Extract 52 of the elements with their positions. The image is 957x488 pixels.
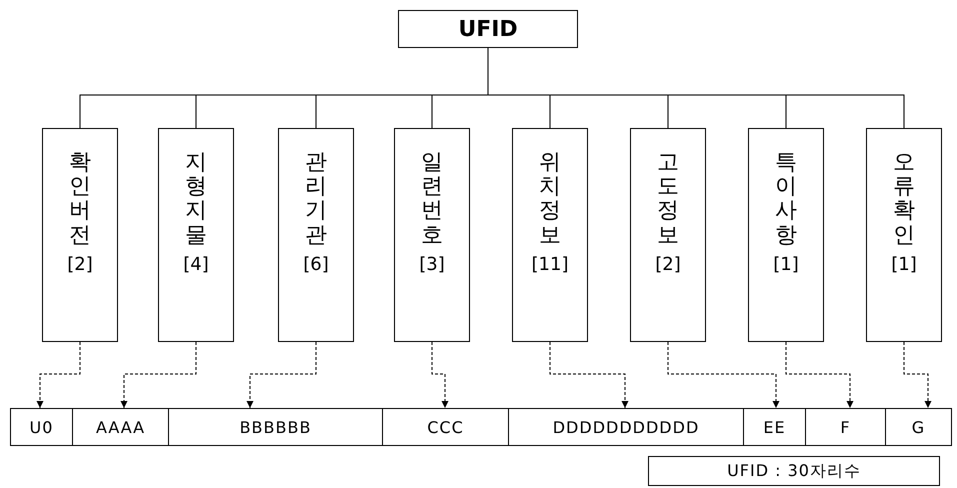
field-box xyxy=(158,128,234,342)
connector-line xyxy=(120,342,196,408)
field-name: 고도정보 xyxy=(657,151,679,248)
code-cell xyxy=(885,408,952,446)
field-name: 관리기관 xyxy=(305,151,327,248)
connector-line xyxy=(904,342,932,408)
connector-line xyxy=(668,342,780,408)
code-cell xyxy=(10,408,73,446)
field-box xyxy=(866,128,942,342)
connector-line xyxy=(786,342,854,408)
code-cell xyxy=(743,408,806,446)
code-label: DDDDDDDDDDD xyxy=(552,418,700,436)
field-box xyxy=(630,128,706,342)
code-cell xyxy=(72,408,169,446)
code-cell xyxy=(168,408,383,446)
digit-count: [1] xyxy=(773,254,799,275)
code-cell xyxy=(508,408,744,446)
digit-count: [11] xyxy=(532,254,568,275)
field-name: 확인버전 xyxy=(69,151,91,248)
code-cell xyxy=(805,408,886,446)
digit-count: [1] xyxy=(891,254,917,275)
connector-line xyxy=(246,342,316,408)
field-name: 일련번호 xyxy=(421,151,443,248)
connector-line xyxy=(36,342,80,408)
connector-line xyxy=(550,342,628,408)
field-box xyxy=(512,128,588,342)
digit-count: [4] xyxy=(183,254,209,275)
field-name: 위치정보 xyxy=(539,151,561,248)
code-label: EE xyxy=(763,418,786,436)
digit-count: [2] xyxy=(67,254,93,275)
code-label: AAAA xyxy=(96,418,146,436)
field-name: 특이사항 xyxy=(775,151,797,248)
field-box xyxy=(42,128,118,342)
field-name: 오류확인 xyxy=(893,151,915,248)
field-box xyxy=(394,128,470,342)
field-box xyxy=(748,128,824,342)
field-name: 지형지물 xyxy=(185,151,207,248)
code-label: F xyxy=(840,418,851,436)
root-label: UFID xyxy=(458,16,518,42)
code-cell xyxy=(648,456,940,486)
code-label: G xyxy=(912,418,926,436)
code-cell xyxy=(382,408,509,446)
digit-count: [2] xyxy=(655,254,681,275)
code-label: BBBBBB xyxy=(240,418,312,436)
root-box xyxy=(398,10,578,48)
connector-line xyxy=(432,342,448,408)
field-box xyxy=(278,128,354,342)
code-label: U0 xyxy=(30,418,54,436)
code-label: UFID : 30자리수 xyxy=(727,460,861,482)
code-label: CCC xyxy=(427,418,464,436)
digit-count: [6] xyxy=(303,254,329,275)
digit-count: [3] xyxy=(419,254,445,275)
